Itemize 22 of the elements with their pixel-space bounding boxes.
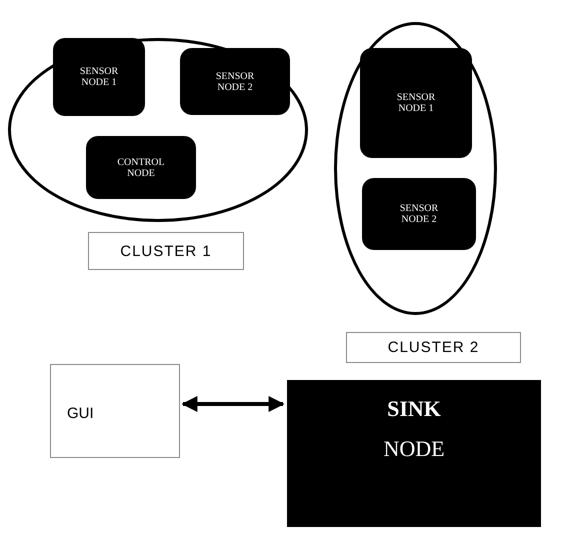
- sensor-node-box: [362, 178, 476, 250]
- sink-node-box: [287, 380, 541, 527]
- gui-box: [50, 364, 180, 458]
- node-title: SINK: [387, 396, 441, 422]
- cluster-ellipse: [334, 22, 497, 315]
- node-subtitle: NODE: [383, 436, 445, 462]
- node-title: SENSOR NODE 2: [398, 203, 440, 225]
- cluster-ellipse: [8, 38, 308, 222]
- control-node-box: [86, 136, 196, 199]
- double-arrow: [181, 396, 285, 412]
- sensor-node-box: [180, 48, 290, 115]
- node-title: SENSOR NODE 2: [214, 70, 256, 92]
- cluster-label-box: [346, 332, 521, 363]
- node-title: CONTROL NODE: [116, 156, 166, 178]
- sensor-node-box: [360, 48, 472, 158]
- sensor-node-box: [53, 38, 145, 116]
- node-title: CLUSTER 1: [120, 242, 212, 260]
- node-title: SENSOR NODE 1: [78, 66, 120, 88]
- node-title: GUI: [67, 405, 94, 422]
- node-title: CLUSTER 2: [388, 339, 480, 356]
- node-title: SENSOR NODE 1: [396, 92, 436, 114]
- cluster-label-box: [88, 232, 244, 270]
